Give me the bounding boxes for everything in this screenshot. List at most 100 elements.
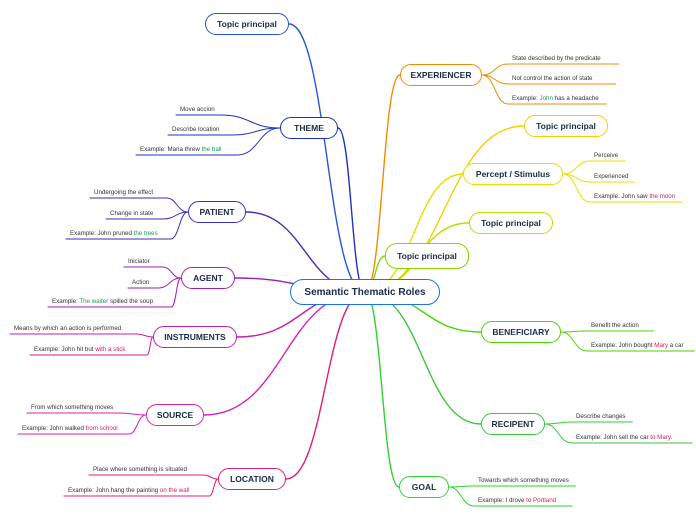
- leaf-text-main: State described by the predicate: [512, 55, 601, 62]
- branch-label: Topic principal: [481, 218, 541, 228]
- leaf-text-main: Describe location: [172, 126, 220, 133]
- leaf-text-main: Experienced: [594, 173, 629, 180]
- branch-connector: [364, 291, 400, 488]
- leaf-text-main: Perceive: [594, 152, 619, 159]
- leaf-connector: [560, 330, 588, 333]
- leaf-highlight: to Portland: [526, 497, 557, 504]
- leaf-text-main: Example: John bought: [591, 342, 655, 349]
- branch-node-beneficiary[interactable]: BENEFICIARY: [481, 321, 561, 343]
- leaf-text: Means by which an action is performed: [14, 325, 121, 333]
- leaf-text: Experienced: [594, 173, 628, 181]
- leaf-text-main: Example:: [52, 298, 80, 305]
- leaf-highlight: on the wall: [159, 487, 190, 494]
- leaf-text: State described by the predicate: [512, 55, 601, 63]
- leaf-connector: [157, 277, 182, 289]
- leaf-connector: [170, 277, 182, 308]
- leaf-text-main: Move accion: [180, 106, 215, 113]
- branch-connector: [337, 127, 366, 293]
- branch-node-topic-right-3[interactable]: Topic principal: [385, 243, 469, 269]
- branch-label: BENEFICIARY: [492, 327, 550, 337]
- leaf-highlight: the trees: [133, 230, 158, 237]
- leaf-text-main: Change in state: [110, 210, 154, 217]
- branch-node-source[interactable]: SOURCE: [146, 404, 204, 426]
- leaf-text: Action: [132, 279, 149, 287]
- branch-node-topic-right-2[interactable]: Topic principal: [469, 212, 553, 234]
- leaf-text: Example: John has a headache: [512, 95, 599, 103]
- central-topic[interactable]: Semantic Thematic Roles: [290, 279, 440, 305]
- leaf-connector: [481, 74, 509, 105]
- leaf-text: Place where something is situated: [93, 466, 187, 474]
- branch-connector: [288, 23, 366, 293]
- branch-node-topic-left[interactable]: Topic principal: [205, 13, 289, 35]
- branch-node-theme[interactable]: THEME: [280, 117, 338, 139]
- leaf-text-main: Example: I drove: [478, 497, 527, 504]
- leaf-connector: [118, 412, 147, 416]
- leaf-connector: [448, 485, 475, 488]
- leaf-text-main: Example: John hang the painting: [68, 487, 160, 494]
- leaf-text: Perceive: [594, 152, 618, 160]
- branch-label: Topic principal: [217, 19, 277, 29]
- leaf-highlight: to Mary.: [650, 434, 673, 441]
- leaf-connector: [128, 414, 147, 435]
- leaf-text: Example: John hit but with a stick: [34, 346, 126, 354]
- branch-label: INSTRUMENTS: [164, 332, 226, 342]
- leaf-text: Example: John walked from school: [22, 425, 118, 433]
- leaf-text-main: Not control the action of state: [512, 75, 593, 82]
- leaf-text: Describe location: [172, 126, 219, 134]
- branch-node-topic-right-1[interactable]: Topic principal: [524, 115, 608, 137]
- leaf-text: Change in state: [110, 210, 153, 218]
- leaf-text-main: Towards which something moves: [478, 477, 569, 484]
- leaf-text: Move accion: [180, 106, 215, 114]
- leaf-text: Example: John pruned the trees: [70, 230, 158, 238]
- leaf-text-main: Example:: [512, 95, 540, 102]
- branch-node-location[interactable]: LOCATION: [218, 468, 286, 490]
- leaf-text-main: Example: John saw: [594, 193, 650, 200]
- leaf-highlight: the ball: [201, 146, 222, 153]
- branch-node-goal[interactable]: GOAL: [399, 476, 449, 498]
- leaf-text: From which something moves: [31, 404, 113, 412]
- branch-label: Percept / Stimulus: [475, 169, 551, 179]
- leaf-text-main: Example: John hit but: [34, 346, 96, 353]
- branch-connector: [364, 173, 464, 293]
- branch-label: AGENT: [193, 273, 223, 283]
- leaf-connector: [448, 486, 475, 507]
- leaf-text: Example: Maria threw the ball: [140, 146, 222, 154]
- branch-label: SOURCE: [156, 410, 194, 420]
- leaf-text-main: Example: Maria threw: [140, 146, 202, 153]
- leaf-connector: [165, 197, 189, 213]
- branch-connector: [203, 291, 366, 416]
- leaf-text-main: Undergoing the effect: [94, 189, 154, 196]
- branch-label: Topic principal: [536, 121, 596, 131]
- leaf-text-after: a car: [668, 342, 684, 349]
- branch-node-patient[interactable]: PATIENT: [188, 201, 246, 223]
- leaf-text-main: Iniciator: [128, 258, 150, 265]
- leaf-highlight: the moon: [649, 193, 676, 200]
- leaf-text: Not control the action of state: [512, 75, 592, 83]
- leaf-highlight: Mary: [654, 342, 669, 349]
- leaf-connector: [202, 474, 219, 480]
- central-topic-label: Semantic Thematic Roles: [304, 286, 426, 298]
- leaf-text-main: From which something moves: [31, 404, 114, 411]
- branch-label: RECIPENT: [491, 419, 535, 429]
- branch-node-instruments[interactable]: INSTRUMENTS: [153, 326, 237, 348]
- leaf-connector: [162, 211, 189, 220]
- leaf-text-main: Benefit the action: [591, 322, 639, 329]
- branch-node-recipient[interactable]: RECIPENT: [481, 413, 545, 435]
- leaf-text-main: Example: John pruned: [70, 230, 134, 237]
- leaf-text: Example: John hang the painting on the w…: [68, 487, 189, 495]
- leaf-highlight: John: [539, 95, 553, 102]
- leaf-highlight: The waiter: [79, 298, 109, 305]
- branch-label: GOAL: [411, 482, 437, 492]
- leaf-text: Undergoing the effect: [94, 189, 153, 197]
- leaf-text-main: Example: John walked: [22, 425, 86, 432]
- branch-node-experiencer[interactable]: EXPERIENCER: [400, 64, 482, 86]
- leaf-text: Example: John bought Mary a car: [591, 342, 684, 350]
- leaf-text: Example: John saw the moon: [594, 193, 675, 201]
- leaf-text-main: Describe changes: [576, 413, 626, 420]
- branch-node-percept[interactable]: Percept / Stimulus: [463, 163, 563, 185]
- leaf-text: Example: I drove to Portland: [478, 497, 556, 505]
- leaf-connector: [544, 421, 573, 425]
- leaf-text: Benefit the action: [591, 322, 639, 330]
- branch-node-agent[interactable]: AGENT: [181, 267, 235, 289]
